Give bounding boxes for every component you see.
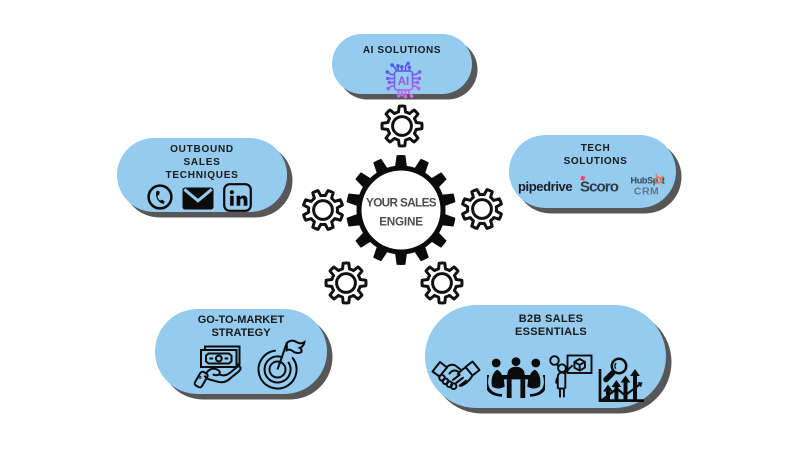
svg-text:Scoro: Scoro — [580, 179, 619, 196]
svg-text:HubSp: HubSp — [631, 176, 659, 186]
svg-text:ENGINE: ENGINE — [379, 216, 423, 229]
svg-text:CRM: CRM — [634, 186, 659, 198]
svg-text:YOUR SALES: YOUR SALES — [366, 197, 437, 210]
svg-text:pipedrive: pipedrive — [518, 179, 572, 194]
svg-text:AI: AI — [398, 76, 410, 88]
svg-text:t: t — [662, 176, 665, 186]
